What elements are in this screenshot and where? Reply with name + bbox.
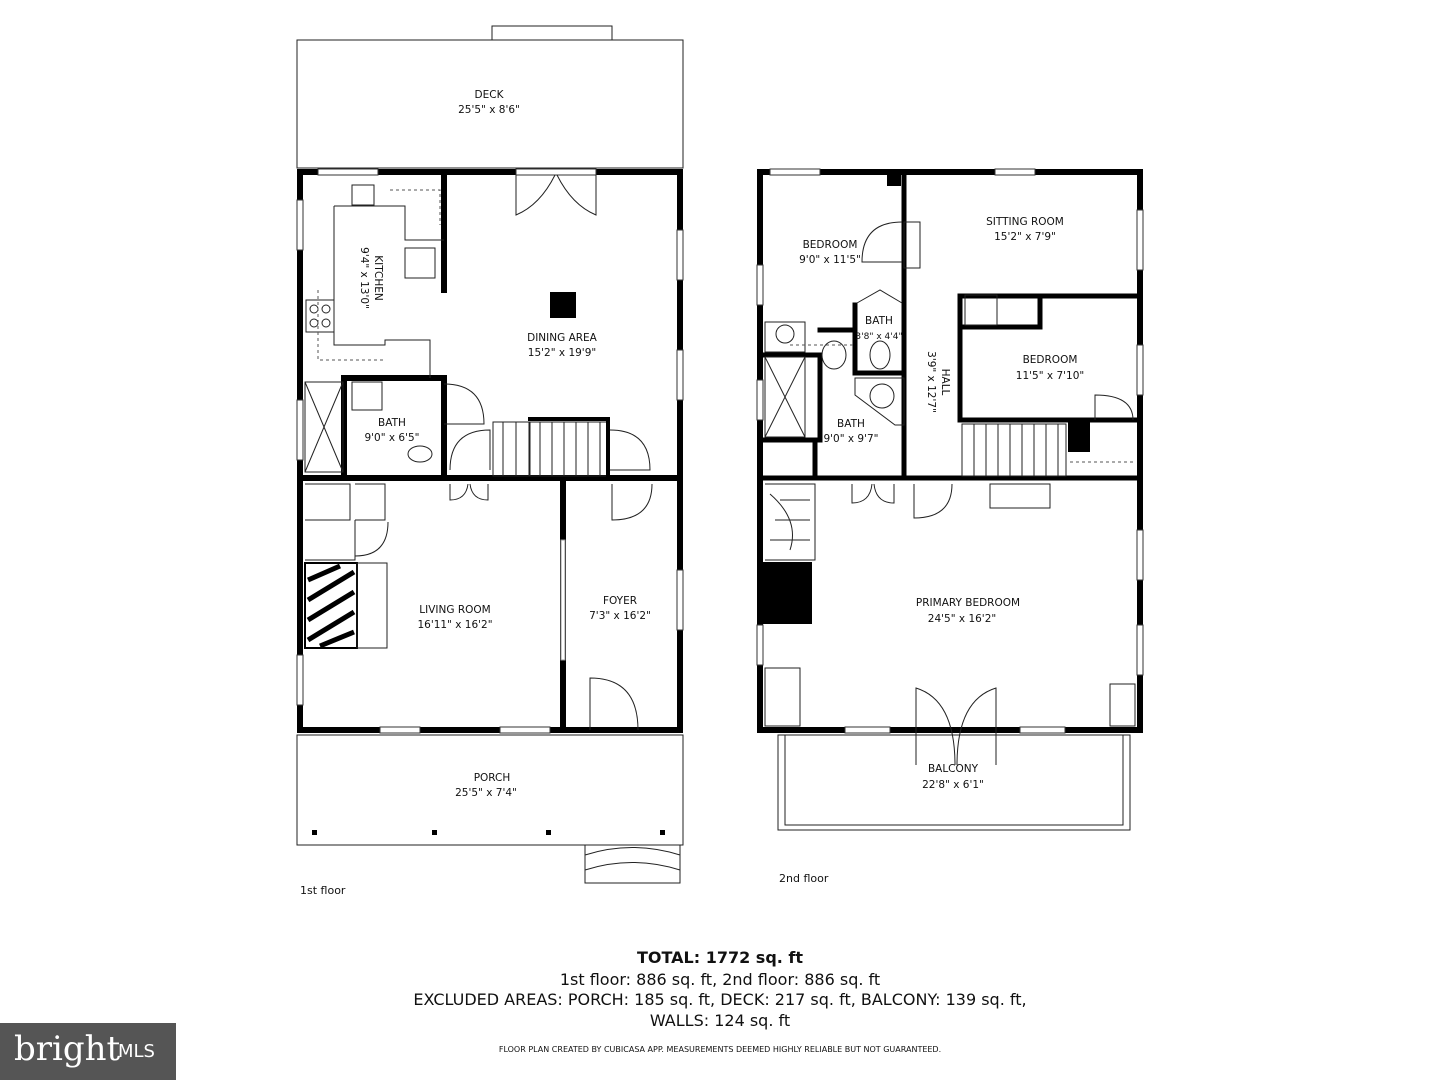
- svg-text:7'3" x 16'2": 7'3" x 16'2": [589, 610, 651, 622]
- svg-text:BATH: BATH: [865, 315, 893, 327]
- svg-text:BATH: BATH: [378, 417, 406, 429]
- svg-text:15'2" x 19'9": 15'2" x 19'9": [528, 347, 596, 359]
- svg-text:16'11" x 16'2": 16'11" x 16'2": [417, 619, 492, 631]
- svg-text:BEDROOM: BEDROOM: [1023, 354, 1078, 366]
- svg-text:FOYER: FOYER: [603, 595, 637, 607]
- svg-text:BATH: BATH: [837, 418, 865, 430]
- floor-2-label: 2nd floor: [779, 872, 829, 885]
- svg-text:11'5" x 7'10": 11'5" x 7'10": [1016, 370, 1084, 382]
- svg-text:SITTING ROOM: SITTING ROOM: [986, 216, 1064, 228]
- svg-text:9'0" x 6'5": 9'0" x 6'5": [364, 432, 419, 444]
- svg-text:PRIMARY BEDROOM: PRIMARY BEDROOM: [916, 597, 1020, 609]
- total-area: TOTAL: 1772 sq. ft: [636, 948, 804, 967]
- floor-1-label: 1st floor: [300, 884, 346, 897]
- svg-text:LIVING ROOM: LIVING ROOM: [419, 604, 490, 616]
- svg-text:22'8" x 6'1": 22'8" x 6'1": [922, 779, 984, 791]
- floor-areas: 1st floor: 886 sq. ft, 2nd floor: 886 sq…: [559, 970, 881, 989]
- svg-text:15'2" x 7'9": 15'2" x 7'9": [994, 231, 1056, 243]
- svg-text:BEDROOM: BEDROOM: [803, 239, 858, 251]
- bright-mls-logo: bright MLS: [0, 1023, 176, 1080]
- svg-text:3'8" x 4'4": 3'8" x 4'4": [855, 332, 902, 342]
- svg-text:BALCONY: BALCONY: [928, 763, 979, 775]
- floor-2: BEDROOM 9'0" x 11'5" SITTING ROOM 15'2" …: [756, 168, 1144, 831]
- svg-text:9'0" x 9'7": 9'0" x 9'7": [823, 433, 878, 445]
- svg-text:25'5" x 7'4": 25'5" x 7'4": [455, 787, 517, 799]
- svg-text:25'5" x 8'6": 25'5" x 8'6": [458, 104, 520, 116]
- deck: [296, 39, 684, 169]
- svg-text:PORCH: PORCH: [474, 772, 511, 784]
- balcony: [777, 734, 1131, 831]
- svg-text:KITCHEN: KITCHEN: [372, 255, 384, 301]
- excluded-areas: EXCLUDED AREAS: PORCH: 185 sq. ft, DECK:…: [413, 990, 1027, 1009]
- svg-text:HALL: HALL: [939, 369, 951, 396]
- svg-text:24'5" x 16'2": 24'5" x 16'2": [928, 613, 996, 625]
- svg-text:9'0" x 11'5": 9'0" x 11'5": [799, 254, 861, 266]
- svg-text:3'9" x 12'7": 3'9" x 12'7": [925, 351, 937, 413]
- svg-text:DINING AREA: DINING AREA: [527, 332, 598, 344]
- disclaimer: FLOOR PLAN CREATED BY CUBICASA APP. MEAS…: [498, 1045, 942, 1054]
- porch: [296, 734, 684, 846]
- floor-1: DECK 25'5" x 8'6" KITCHEN 9'4" x 13'0" D…: [296, 25, 684, 884]
- svg-text:9'4" x 13'0": 9'4" x 13'0": [358, 247, 370, 309]
- walls-area: WALLS: 124 sq. ft: [649, 1011, 791, 1030]
- room-label: DECK: [475, 89, 505, 101]
